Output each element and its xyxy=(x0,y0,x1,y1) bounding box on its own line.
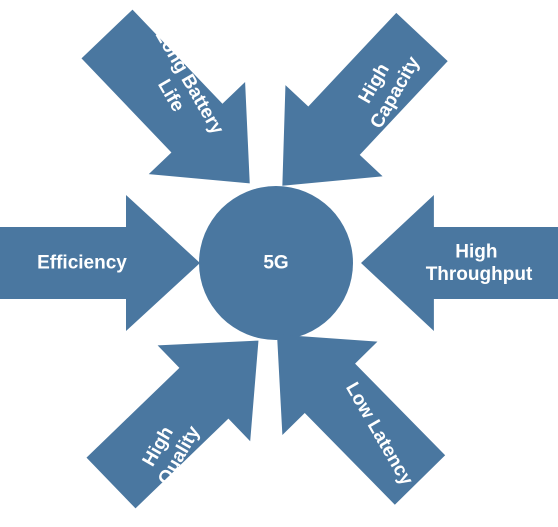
arrow-label-efficiency: Efficiency xyxy=(37,253,127,274)
arrow-high-throughput xyxy=(361,195,558,331)
center-node: 5G xyxy=(199,186,353,340)
center-label: 5G xyxy=(263,253,288,274)
center-circle xyxy=(199,186,353,340)
arrow-label-high-throughput: High Throughput xyxy=(426,241,533,285)
